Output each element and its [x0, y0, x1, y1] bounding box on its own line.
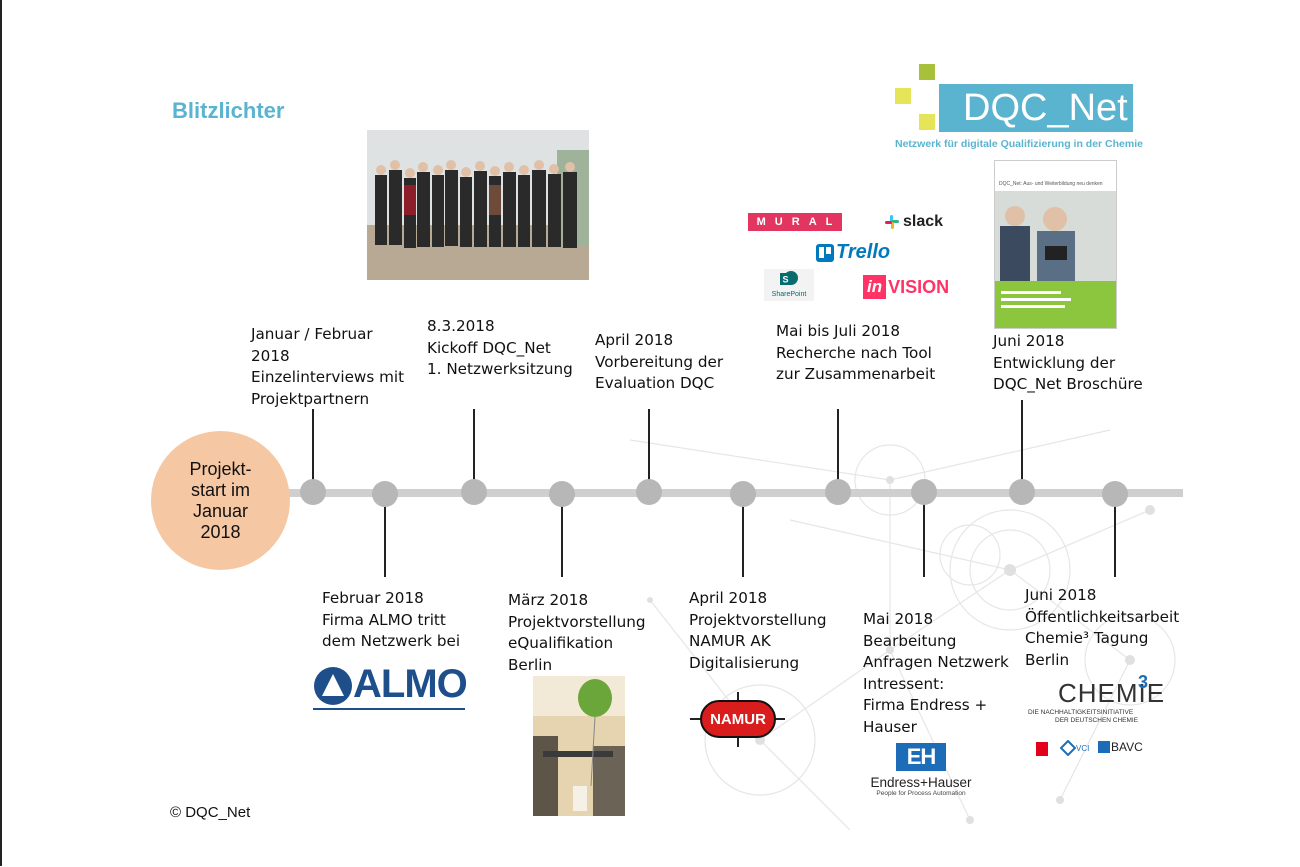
timeline-stem	[473, 409, 475, 489]
eh-tagline: People for Process Automation	[876, 790, 966, 797]
almo-logo: ALMO	[313, 662, 468, 710]
event-label-jan-feb: Januar / Februar 2018 Einzelinterviews m…	[251, 325, 405, 408]
almo-triangle-icon	[314, 667, 352, 705]
chemie3-logo: CHEMIE 3 DIE NACHHALTIGKEITSINITIATIVE D…	[1028, 672, 1164, 762]
logo-name-box	[939, 84, 1133, 132]
slack-icon	[885, 215, 899, 229]
vci-logo: VCI	[1060, 740, 1089, 756]
chemie-sub2: DER DEUTSCHEN CHEMIE	[1055, 717, 1139, 724]
eh-mark-text: EH	[906, 744, 937, 769]
timeline-stem	[1021, 400, 1023, 489]
bavc-text: BAVC	[1111, 740, 1143, 754]
chemie-text: CHEMIE	[1058, 678, 1166, 708]
eh-mark: EH	[896, 743, 946, 771]
endress-hauser-logo: EH Endress+Hauser People for Process Aut…	[866, 743, 976, 805]
chemie-sup: 3	[1138, 672, 1149, 692]
slack-text: slack	[903, 213, 944, 230]
project-start-circle: Projekt- start im Januar 2018	[151, 431, 290, 570]
trello-text: Trello	[836, 241, 891, 263]
vci-text: VCI	[1076, 743, 1090, 753]
timeline-dot	[825, 479, 851, 505]
logo-tagline: Netzwerk für digitale Qualifizierung in …	[895, 138, 1143, 150]
kickoff-group-photo	[367, 130, 589, 280]
trello-logo: Trello	[816, 241, 890, 264]
event-label-tool-research: Mai bis Juli 2018 Recherche nach Tool zu…	[776, 322, 936, 383]
logo-square	[919, 64, 935, 80]
timeline-stem	[742, 497, 744, 577]
project-start-label: Projekt- start im Januar 2018	[189, 458, 252, 542]
logo-square	[919, 114, 935, 130]
logo-name: DQC_Net	[963, 87, 1128, 129]
event-label-almo: Februar 2018 Firma ALMO tritt dem Netzwe…	[322, 589, 461, 650]
timeline-stem	[312, 409, 314, 489]
event-label-namur: April 2018 Projektvorstellung NAMUR AK D…	[689, 589, 827, 672]
trello-icon	[816, 243, 834, 262]
logo-square	[895, 88, 911, 104]
dqc-net-logo: DQC_Net Netzwerk für digitale Qualifizie…	[893, 64, 1143, 156]
timeline-stem	[561, 497, 563, 577]
event-label-kickoff: 8.3.2018 Kickoff DQC_Net 1. Netzwerksitz…	[427, 317, 573, 378]
chemie-sub1: DIE NACHHALTIGKEITSINITIATIVE	[1028, 709, 1134, 716]
invision-logo: in VISION	[863, 275, 949, 299]
bavc-logo: BAVC	[1098, 740, 1143, 754]
mural-logo: MURAL	[748, 213, 842, 231]
timeline-stem	[384, 497, 386, 577]
namur-text: NAMUR	[710, 710, 766, 728]
timeline-dot	[372, 481, 398, 507]
timeline-dot	[1009, 479, 1035, 505]
timeline-dot	[300, 479, 326, 505]
almo-text: ALMO	[353, 662, 468, 706]
equalifikation-photo	[533, 676, 625, 816]
timeline-stem	[923, 497, 925, 577]
event-label-april-eval: April 2018 Vorbereitung der Evaluation D…	[595, 331, 724, 392]
sharepoint-text: SharePoint	[771, 291, 807, 298]
namur-logo: NAMUR	[690, 692, 785, 747]
bavc-icon	[1098, 741, 1110, 753]
brochure-head: DQC_Net: Aus- und Weiterbildung neu denk…	[999, 181, 1103, 187]
event-label-brochure: Juni 2018 Entwicklung der DQC_Net Brosch…	[993, 332, 1143, 393]
invision-mark: in	[863, 275, 887, 299]
timeline-dot	[549, 481, 575, 507]
sharepoint-logo: S SharePoint	[764, 269, 814, 301]
invision-text: VISION	[888, 276, 950, 297]
brochure-cover: DQC_Net: Aus- und Weiterbildung neu denk…	[994, 160, 1117, 329]
vci-icon	[1060, 740, 1076, 756]
timeline-dot	[1102, 481, 1128, 507]
timeline-dot	[636, 479, 662, 505]
background-network-pattern	[629, 429, 1176, 830]
copyright: © DQC_Net	[170, 804, 251, 821]
timeline-dot	[461, 479, 487, 505]
event-label-endress: Mai 2018 Bearbeitung Anfragen Netzwerk I…	[863, 610, 1009, 736]
sharepoint-icon: S	[780, 271, 798, 285]
almo-underline	[313, 708, 465, 710]
brochure-photo	[995, 191, 1116, 328]
event-label-chemie3: Juni 2018 Öffentlichkeitsarbeit Chemie³ …	[1025, 586, 1180, 669]
slide-title: Blitzlichter	[172, 98, 285, 123]
namur-pill: NAMUR	[700, 700, 776, 738]
igbce-logo	[1036, 742, 1048, 756]
timeline-stem	[1114, 497, 1116, 577]
timeline-stem	[837, 409, 839, 489]
timeline-dot	[911, 479, 937, 505]
timeline-stem	[648, 409, 650, 489]
mural-logo-text: MURAL	[756, 216, 842, 228]
slack-logo: slack	[884, 213, 943, 231]
eh-name: Endress+Hauser	[870, 775, 972, 790]
timeline-dot	[730, 481, 756, 507]
event-label-equalifikation: März 2018 Projektvorstellung eQualifikat…	[508, 591, 646, 674]
svg-text:S: S	[782, 275, 788, 285]
